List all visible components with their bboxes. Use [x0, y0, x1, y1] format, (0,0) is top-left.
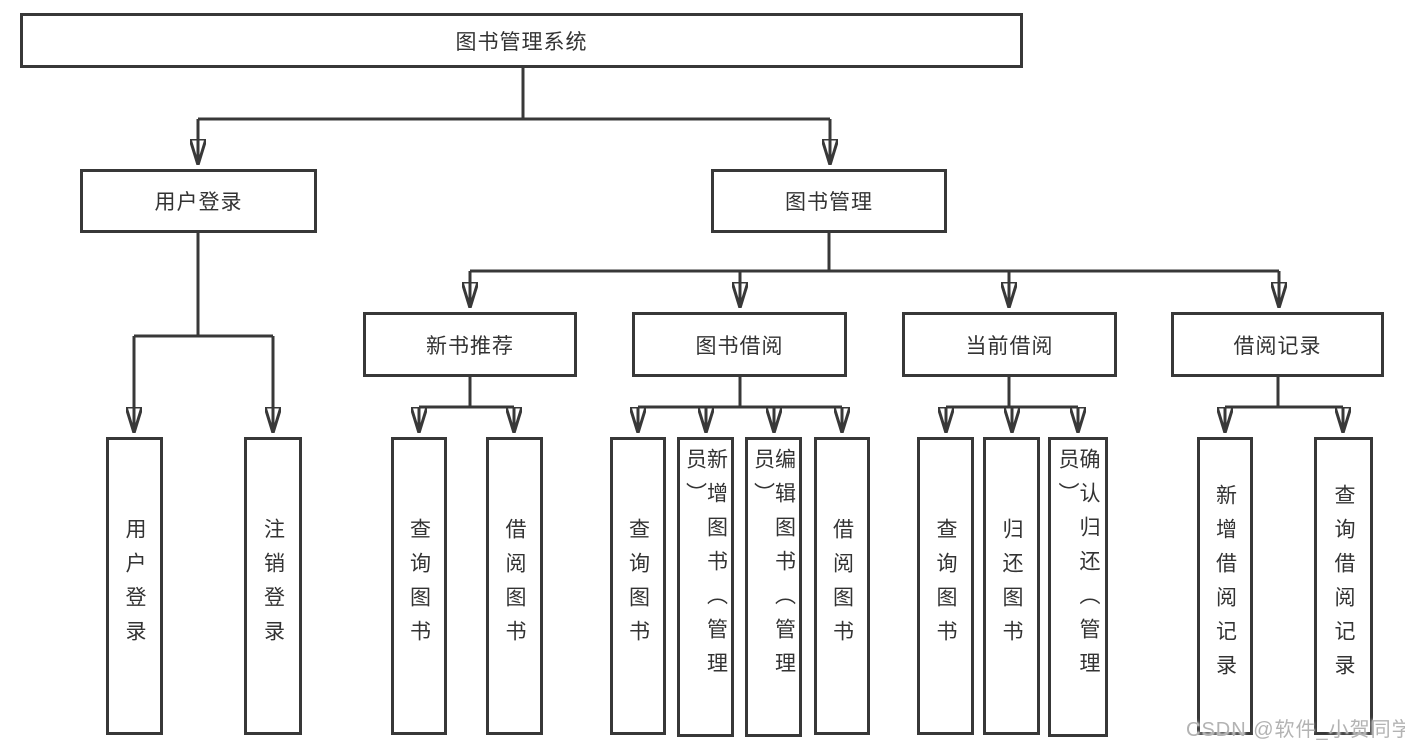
leaf-edit-books-admin: 编辑图书（管理员）	[745, 437, 802, 737]
leaf-borrow-books-recommend: 借阅图书	[486, 437, 543, 735]
leaf-query-borrow-record: 查询借阅记录	[1314, 437, 1373, 735]
node-user-login: 用户登录	[80, 169, 317, 233]
leaf-query-books-current: 查询图书	[917, 437, 974, 735]
node-book-management: 图书管理	[711, 169, 947, 233]
leaf-borrow-books: 借阅图书	[814, 437, 870, 735]
node-borrow-records: 借阅记录	[1171, 312, 1384, 377]
leaf-confirm-return-admin: 确认归还（管理员）	[1048, 437, 1108, 737]
leaf-add-books-admin: 新增图书（管理员）	[677, 437, 734, 737]
node-book-borrow: 图书借阅	[632, 312, 847, 377]
leaf-return-books: 归还图书	[983, 437, 1040, 735]
node-current-borrow: 当前借阅	[902, 312, 1117, 377]
leaf-query-books-recommend: 查询图书	[391, 437, 447, 735]
leaf-query-books-borrow: 查询图书	[610, 437, 666, 735]
csdn-watermark: CSDN @软件_小贺同学	[1186, 719, 1405, 741]
leaf-add-borrow-record: 新增借阅记录	[1197, 437, 1253, 735]
leaf-user-login: 用户登录	[106, 437, 163, 735]
node-new-book-recommend: 新书推荐	[363, 312, 577, 377]
leaf-logout: 注销登录	[244, 437, 302, 735]
node-library-management-system: 图书管理系统	[20, 13, 1023, 68]
